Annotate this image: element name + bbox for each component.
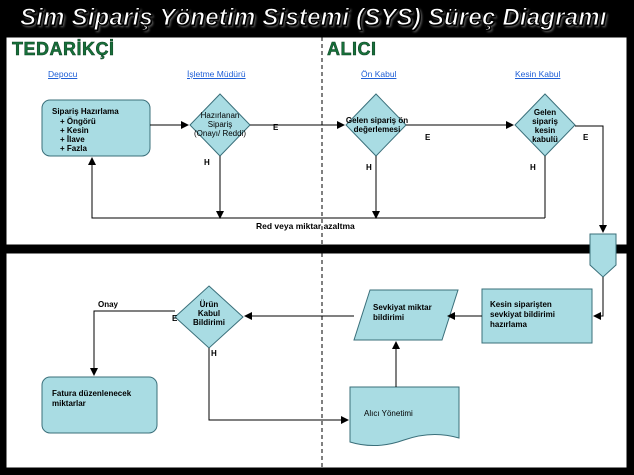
final-accept-line: sipariş <box>532 117 558 126</box>
product-accept-line: Kabul <box>197 309 221 318</box>
role-final-accept: Kesin Kabul <box>515 69 561 79</box>
edge-label-no: H <box>530 163 536 172</box>
edge-label-no: H <box>366 163 372 172</box>
bottom-panel <box>5 252 628 469</box>
invoice-box <box>41 376 158 434</box>
order-prep-item: + Öngörü <box>60 117 96 126</box>
shipment-notice-line: bildirimi <box>373 313 405 322</box>
invoice-line: Fatura düzenlenecek <box>52 389 132 398</box>
buyer-mgmt-label: Alıcı Yönetimi <box>364 409 413 418</box>
prepared-order-line: Sipariş <box>207 120 233 129</box>
product-accept-line: Bildirimi <box>192 318 225 327</box>
pre-eval-line: değerlemesi <box>353 125 401 134</box>
edge-label-reject: Red veya miktar azaltma <box>256 221 355 231</box>
final-order-prep-line: hazırlama <box>490 320 527 329</box>
final-order-prep-line: Kesin siparişten <box>490 300 552 309</box>
final-accept-line: kesin <box>534 126 556 135</box>
edge-connector-to-finalprep <box>593 277 604 320</box>
edge-final-to-connector <box>575 125 607 233</box>
shipment-notice-parallelogram <box>353 289 459 341</box>
diagram-title: Sim Sipariş Yönetim Sistemi (SYS) Süreç … <box>20 4 608 32</box>
prepared-order-line: Hazırlanan <box>200 111 240 120</box>
role-ops-manager: İşletme Müdürü <box>187 69 246 79</box>
pre-eval-line: Gelen sipariş ön <box>345 116 409 125</box>
edge-label-approve: Onay <box>98 300 119 309</box>
edge-label-yes: E <box>172 314 178 323</box>
order-prep-item: + Kesin <box>60 126 89 135</box>
final-accept-line: kabulü <box>532 135 558 144</box>
order-prep-box <box>41 99 151 157</box>
edge-label-yes: E <box>425 133 431 142</box>
final-order-prep-line: sevkiyat bildirimi <box>490 310 555 319</box>
edge-reject-return <box>88 157 545 219</box>
buyer-mgmt-document <box>349 386 460 446</box>
offpage-connector <box>589 233 617 278</box>
edge-label-yes: E <box>273 123 279 132</box>
order-prep-item: + Fazla <box>60 144 87 153</box>
order-prep-item: + İlave <box>60 135 85 144</box>
prepared-order-line: (Onayı/ Reddi) <box>193 129 247 138</box>
shipment-notice-line: Sevkiyat miktar <box>373 303 432 312</box>
final-accept-line: Gelen <box>533 108 557 117</box>
edge-label-no: H <box>211 349 217 358</box>
edge-accept-approve <box>90 310 175 376</box>
lane-title-supplier: TEDARİKÇİ <box>12 39 115 60</box>
order-prep-title: Sipariş Hazırlama <box>52 107 119 116</box>
edge-label-no: H <box>204 158 210 167</box>
product-accept-line: Ürün <box>199 300 219 309</box>
edge-accept-no <box>208 348 349 424</box>
role-depot: Depocu <box>48 69 78 79</box>
role-pre-accept: Ön Kabul <box>361 69 397 79</box>
invoice-line: miktarlar <box>52 399 86 408</box>
lane-title-buyer: ALICI <box>327 39 377 60</box>
edge-label-yes: E <box>583 133 589 142</box>
